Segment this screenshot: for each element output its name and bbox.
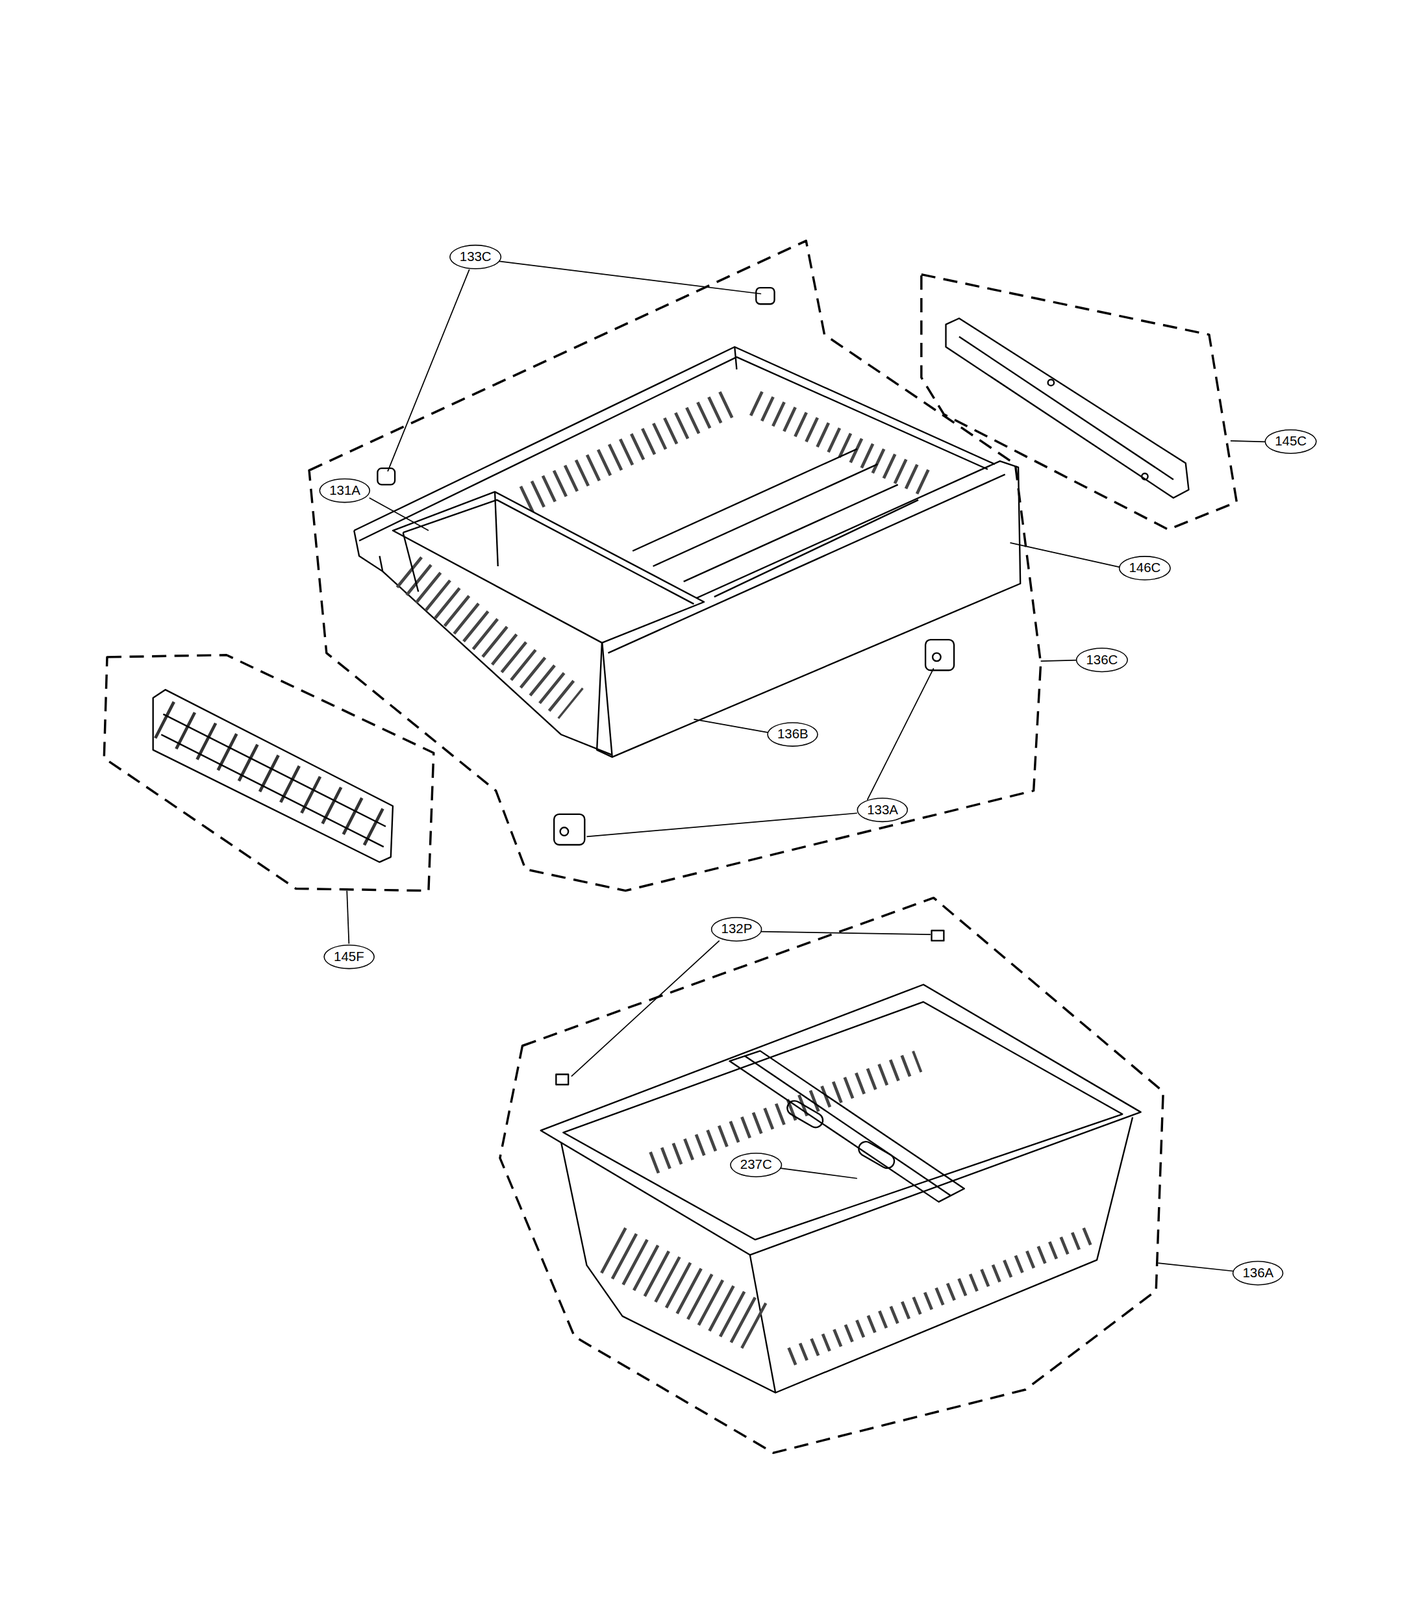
callout-number: 133A [857, 797, 909, 823]
callout-number: 136B [766, 722, 819, 747]
callout-number: 145C [1264, 429, 1317, 454]
callout-number: 237C [729, 1152, 782, 1178]
callout-number: 146C [1118, 555, 1171, 581]
callout-number: 136C [1076, 647, 1129, 673]
callout-number: 132P [711, 916, 763, 942]
callout-number: 131A [318, 478, 371, 504]
callout-number: 136A [1232, 1261, 1284, 1286]
callout-number: 133C [449, 244, 502, 270]
callout-number: 145F [323, 944, 375, 970]
